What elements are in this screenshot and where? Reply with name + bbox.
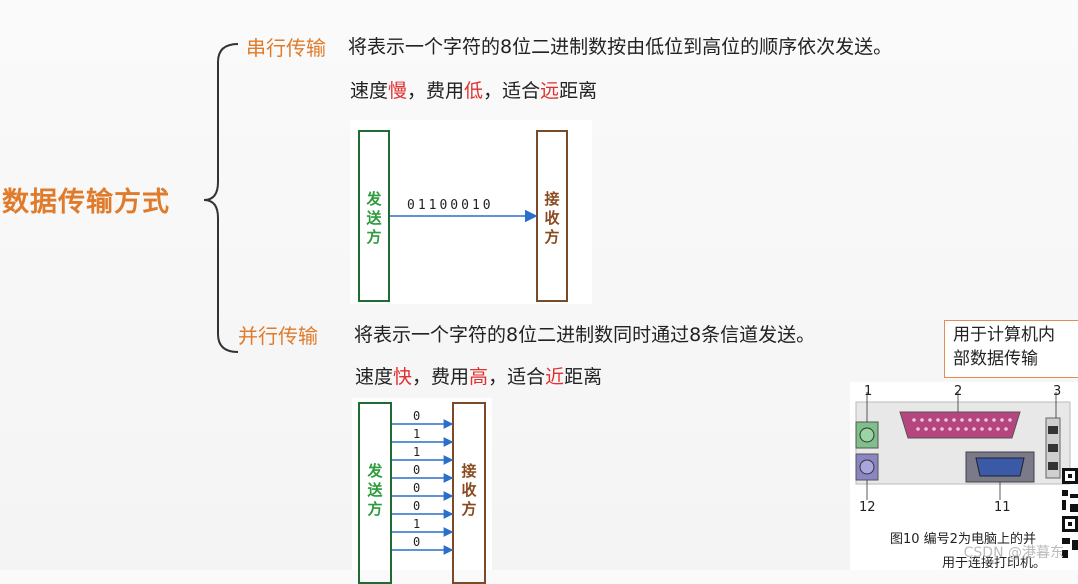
parallel-bit-4: 0 [413, 481, 421, 495]
curly-brace [203, 43, 239, 353]
port-label-2: 2 [954, 384, 963, 399]
parallel-bit-1: 1 [413, 427, 421, 441]
main-title: 数据传输方式 [2, 187, 170, 218]
watermark: CSDN @港暮东 [963, 545, 1064, 561]
parallel-arrows [392, 419, 454, 555]
port-label-1: 1 [864, 384, 873, 399]
motherboard-ports-photo: 1 2 3 12 11 图10 编号2为电脑上的并 用于连接打印机。 [850, 382, 1078, 570]
parallel-description: 将表示一个字符的8位二进制数同时通过8条信道发送。 [354, 324, 816, 346]
port-label-12: 12 [859, 500, 876, 515]
parallel-speed-line: 速度快，费用高，适合近距离 [355, 366, 603, 388]
parallel-bit-3: 0 [413, 463, 421, 477]
parallel-bit-7: 0 [413, 535, 421, 549]
parallel-bit-6: 1 [413, 517, 421, 531]
ports-illustration [850, 382, 1078, 570]
parallel-bit-5: 0 [413, 499, 421, 513]
port-label-11: 11 [994, 500, 1011, 515]
callout-box: 用于计算机内 部数据传输 [944, 320, 1078, 378]
serial-bits: 01100010 [407, 198, 494, 213]
serial-description: 将表示一个字符的8位二进制数按由低位到高位的顺序依次发送。 [348, 36, 893, 58]
serial-arrow [390, 209, 538, 223]
serial-speed-line: 速度慢，费用低，适合远距离 [350, 80, 598, 102]
parallel-title: 并行传输 [238, 324, 318, 348]
parallel-bit-2: 1 [413, 445, 421, 459]
port-label-3: 3 [1053, 384, 1062, 399]
serial-diagram: 发送方 接收方 01100010 [350, 120, 592, 304]
photo-caption: 图10 编号2为电脑上的并 [890, 532, 1036, 547]
photo-caption-2: 用于连接打印机。 [942, 556, 1047, 570]
serial-title: 串行传输 [246, 36, 326, 60]
parallel-bit-0: 0 [413, 409, 421, 423]
serial-sender-box: 发送方 [358, 130, 390, 302]
